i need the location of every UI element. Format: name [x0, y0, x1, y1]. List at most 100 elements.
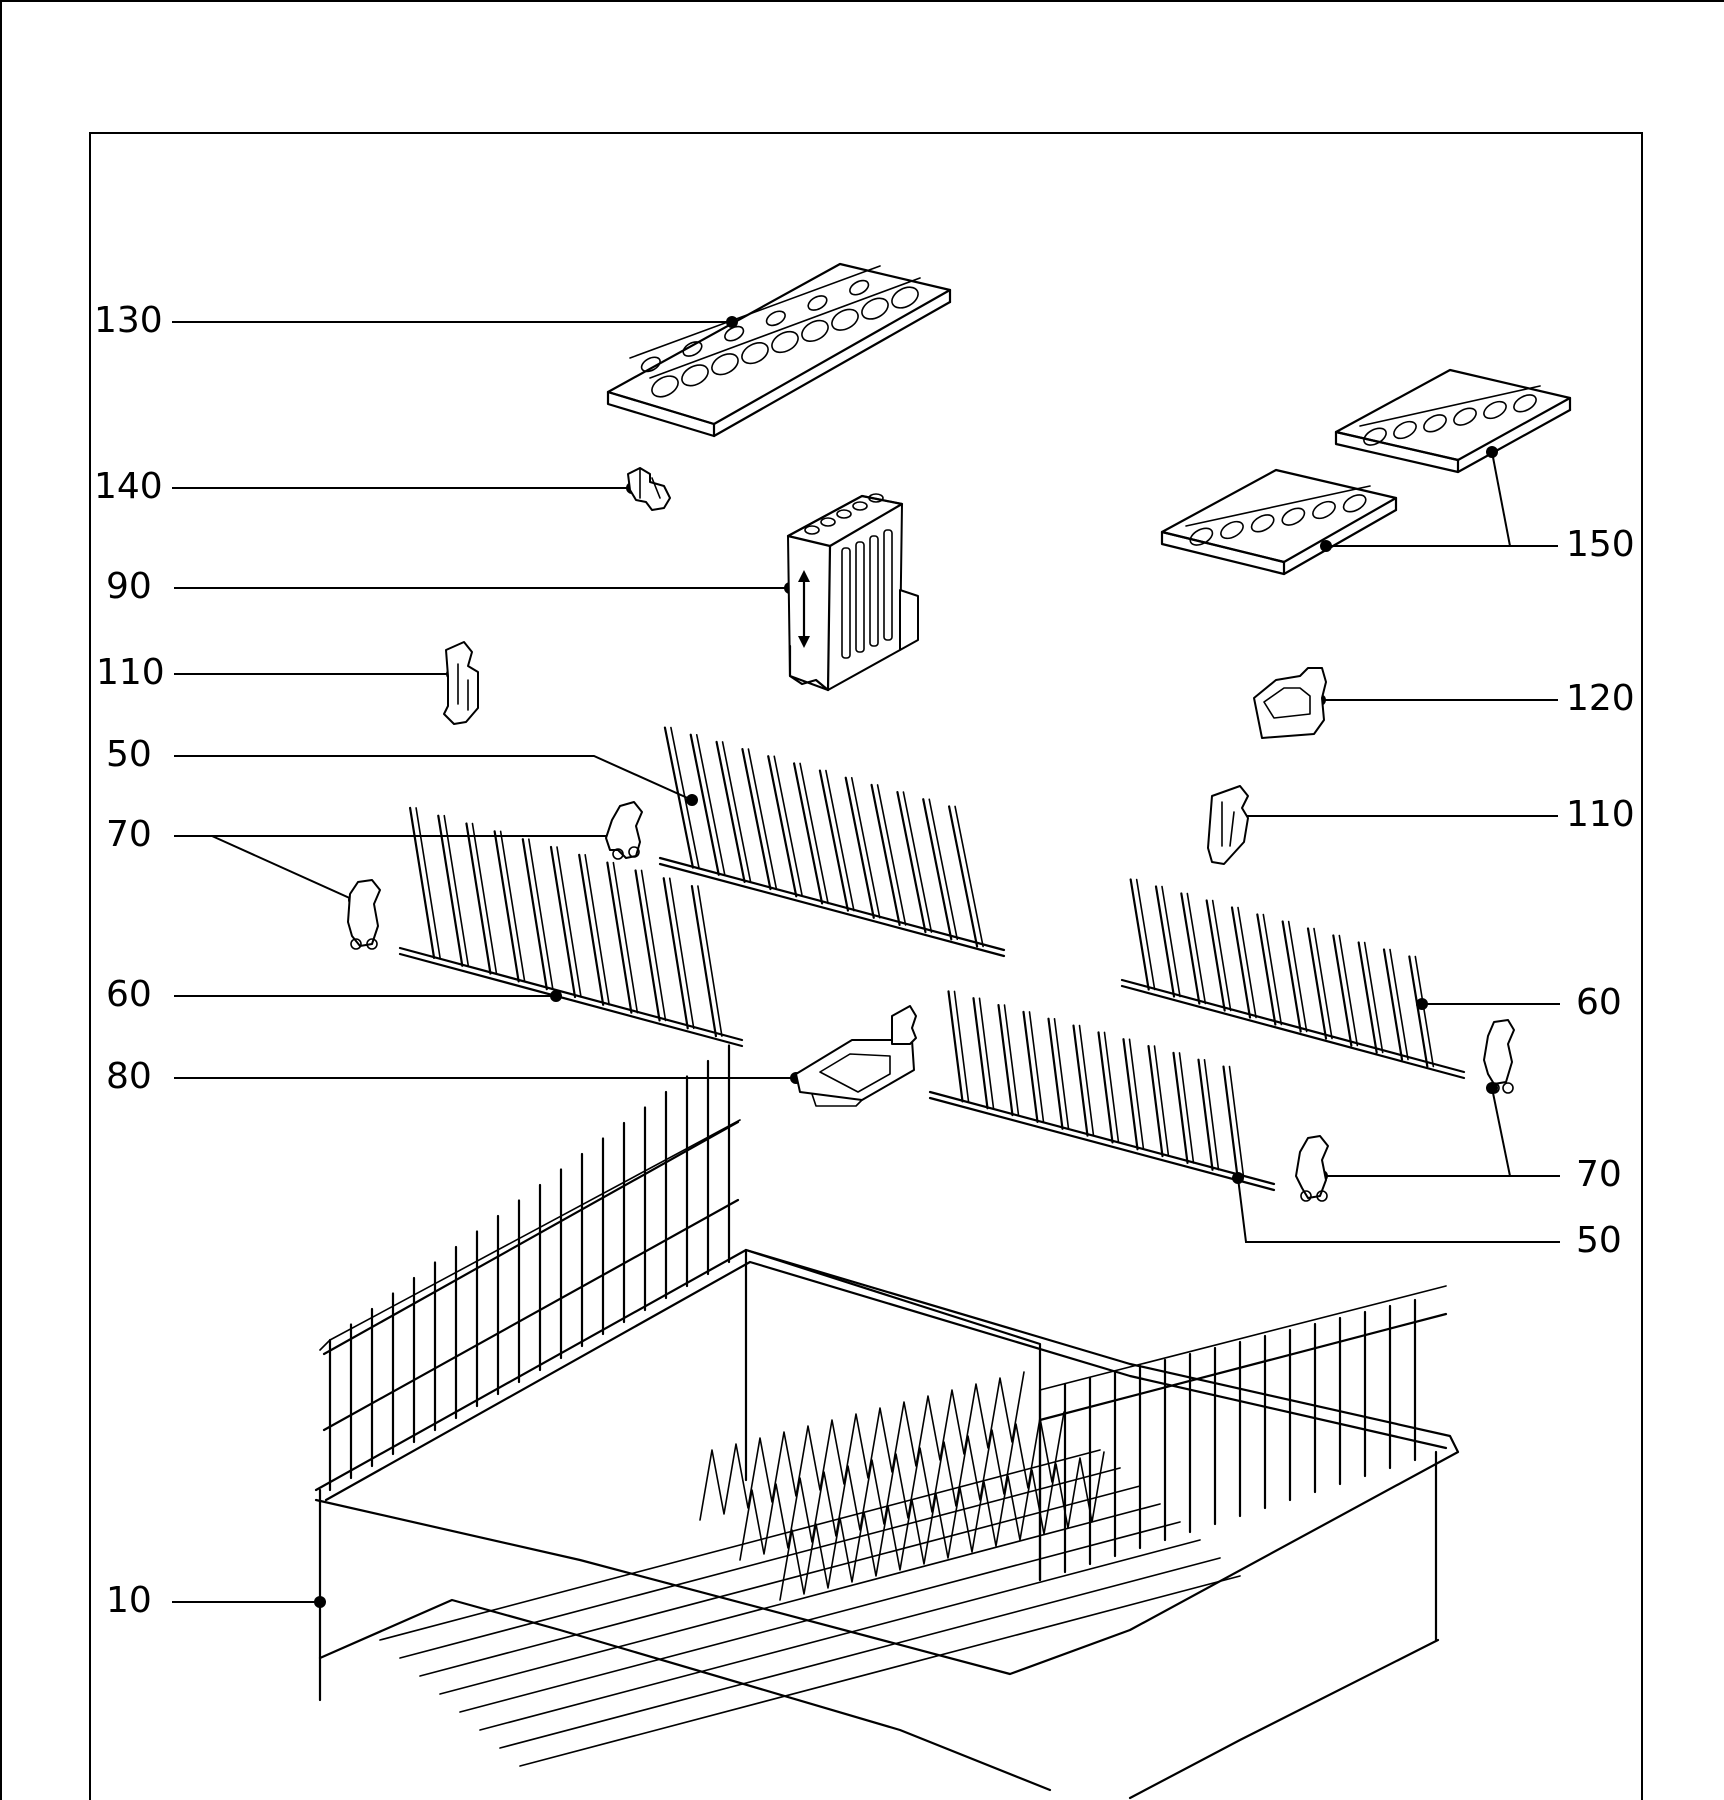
- tine: [1072, 1024, 1089, 1137]
- tine-edge: [695, 733, 726, 876]
- tine-edge: [1313, 927, 1333, 1040]
- tine-edge: [1414, 955, 1435, 1068]
- tine: [1180, 892, 1201, 1005]
- tine: [818, 769, 850, 912]
- tine-edge: [1363, 941, 1384, 1054]
- tine: [1222, 1065, 1239, 1178]
- leader-70-right-b-dot: [1486, 1082, 1498, 1094]
- tine-edge: [876, 784, 907, 926]
- tine: [1332, 934, 1353, 1047]
- callout-labels: 130 140 90 110 50 70 60 80 10 150 120 11…: [94, 300, 1635, 1621]
- tine: [870, 783, 901, 927]
- plate-support: [779, 1451, 1105, 1601]
- tray-slot: [891, 286, 919, 309]
- floor-wire: [479, 1539, 1201, 1731]
- label-120: 120: [1566, 678, 1635, 719]
- basket-rib: [883, 529, 893, 641]
- basket-rib: [869, 535, 879, 647]
- tine-edge: [747, 748, 778, 890]
- part-70-right-clip-b: [1295, 1135, 1329, 1202]
- tine: [437, 814, 464, 967]
- tine: [1357, 941, 1378, 1054]
- part-60-left-tine-row: [398, 806, 744, 1048]
- tine: [1097, 1031, 1114, 1144]
- tine: [578, 853, 605, 1006]
- tray-slot: [1483, 400, 1507, 420]
- tine-edge: [1237, 906, 1257, 1019]
- tine-edge: [471, 822, 498, 975]
- tray-slot: [711, 353, 739, 376]
- part-120-clip: [1253, 667, 1327, 739]
- part-140-clip: [627, 467, 671, 511]
- tine-edge: [556, 846, 582, 998]
- tine: [1147, 1044, 1164, 1158]
- tine-edge: [1103, 1031, 1120, 1144]
- tine-edge: [1211, 899, 1232, 1012]
- tine: [767, 755, 798, 898]
- label-110-right: 110: [1566, 794, 1635, 835]
- tine: [844, 776, 875, 919]
- tine: [662, 877, 689, 1030]
- label-130: 130: [94, 300, 163, 341]
- fence-rail: [322, 1120, 740, 1356]
- tine-edge: [1053, 1017, 1070, 1130]
- label-140: 140: [94, 466, 163, 507]
- tine: [1047, 1017, 1064, 1130]
- tray-slot: [1393, 420, 1417, 440]
- leader-60-right-dot: [1416, 998, 1428, 1010]
- tine-edge: [443, 814, 470, 967]
- tine: [792, 762, 824, 905]
- tine: [715, 740, 746, 884]
- tine: [1154, 885, 1176, 998]
- floor-wire: [379, 1449, 1101, 1641]
- tine-edge: [978, 997, 995, 1110]
- tine: [741, 747, 772, 891]
- drawing-frame: [89, 132, 1643, 1800]
- tray-slot-rail: [629, 265, 881, 359]
- tray-slot: [1363, 427, 1387, 446]
- tray-slot: [651, 375, 679, 398]
- part-150-small-tray-a: [1334, 368, 1572, 474]
- tine-edge: [1135, 878, 1156, 991]
- tray-slot: [1281, 507, 1306, 526]
- tine: [1256, 913, 1277, 1026]
- tine-edge: [697, 885, 723, 1037]
- label-60-left: 60: [106, 974, 152, 1015]
- tray-slot: [682, 341, 703, 357]
- tray-slot: [1189, 527, 1214, 546]
- tray-slot: [861, 297, 889, 320]
- tine-edge: [1161, 885, 1181, 998]
- leader-70-left-b: [211, 835, 355, 901]
- label-110-left: 110: [96, 652, 165, 693]
- leader-50-left-dot: [686, 794, 698, 806]
- tine: [549, 845, 577, 999]
- tine-edge: [799, 762, 829, 905]
- tine-edge: [1186, 892, 1207, 1005]
- tine-edge: [825, 769, 855, 912]
- part-10-dish-rack-basket: [314, 1044, 1460, 1800]
- fence-rail: [1038, 1312, 1448, 1422]
- part-50-left-tine-row: [658, 726, 1006, 958]
- tray-slot: [831, 308, 859, 331]
- tine: [997, 1003, 1014, 1117]
- tray-slot-rail: [649, 277, 921, 379]
- basket-rib: [855, 541, 865, 653]
- label-80: 80: [106, 1056, 152, 1097]
- basket-hole: [804, 525, 820, 535]
- tray-slot: [1423, 414, 1447, 433]
- tine: [606, 861, 633, 1014]
- tine: [922, 798, 953, 941]
- part-70-right-clip-a: [1483, 1019, 1515, 1094]
- tine-edge: [584, 854, 610, 1006]
- part-70-left-clip-a: [605, 801, 643, 860]
- plate-support: [739, 1411, 1065, 1561]
- tine-edge: [773, 755, 804, 898]
- tine: [465, 822, 492, 975]
- tine-edge: [528, 838, 554, 990]
- floor-wire: [499, 1557, 1221, 1749]
- tine: [689, 733, 720, 876]
- tine-edge: [415, 807, 441, 959]
- basket-rib: [841, 547, 851, 659]
- part-80-holder: [795, 1005, 917, 1107]
